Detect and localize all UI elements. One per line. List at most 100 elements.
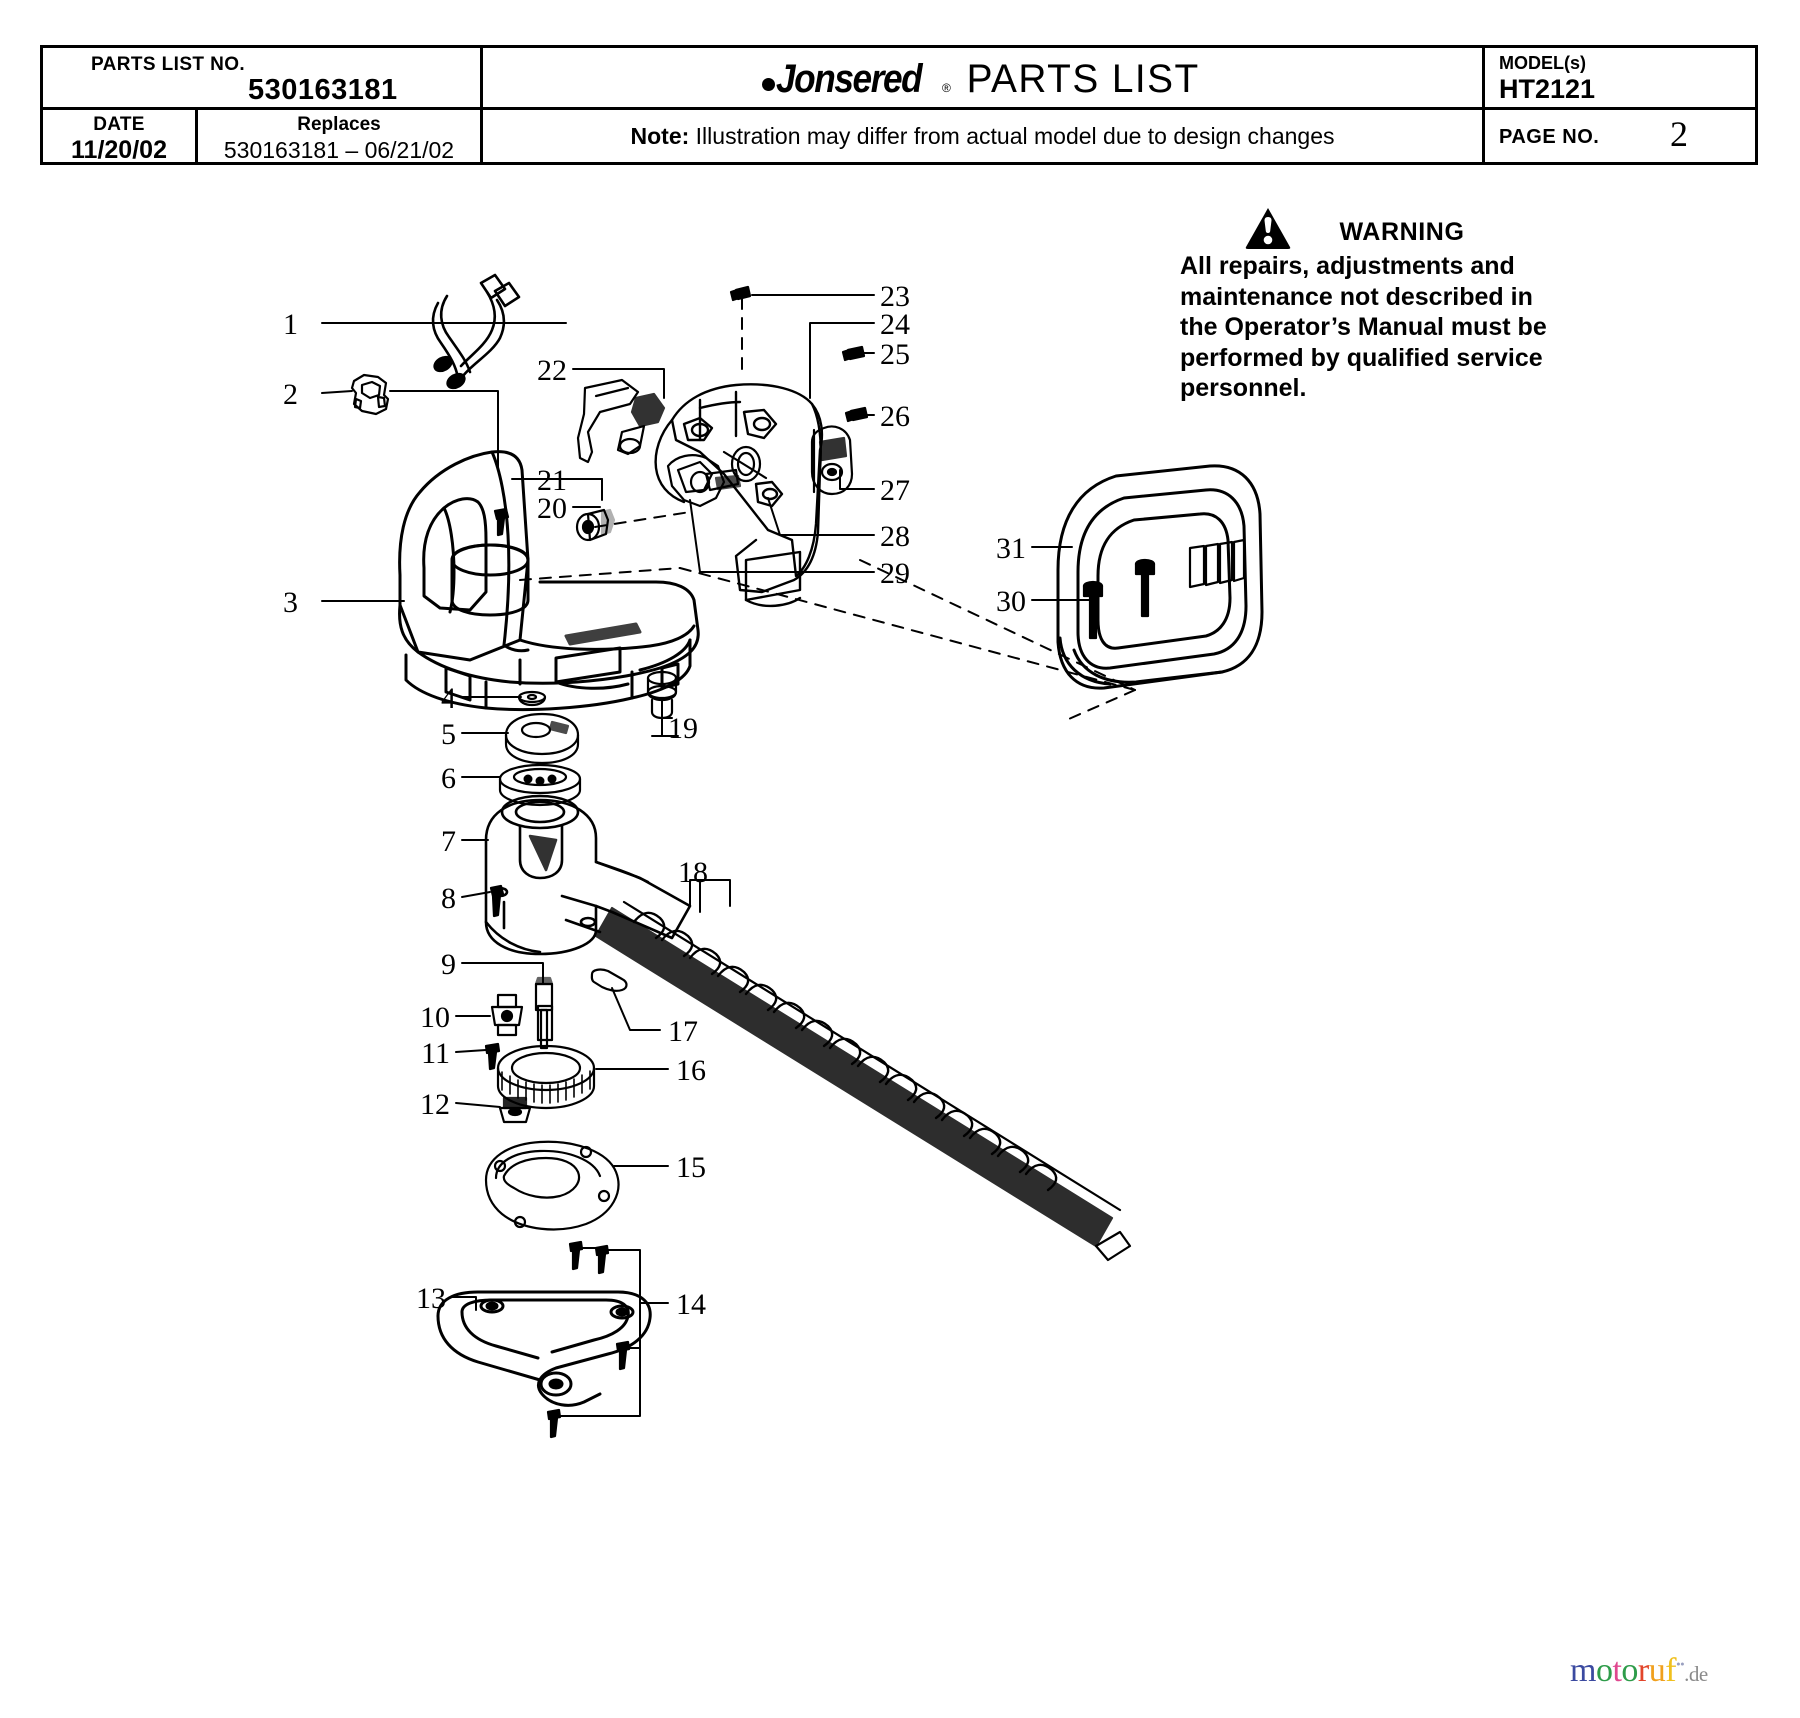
part-screw-11 [484,1042,501,1071]
part-bottom-cover-15 [484,1140,620,1231]
callout-18: 18 [678,856,708,889]
warning-line-5: personnel. [1180,374,1307,402]
callout-13: 13 [416,1282,446,1315]
logo-dot-icon [761,78,775,91]
callout-5: 5 [441,718,456,751]
note-line: Note: Illustration may differ from actua… [631,123,1335,150]
part-screw-26 [844,406,869,423]
callout-31: 31 [996,532,1026,565]
brand-name: Jonsered [775,57,923,101]
part-coupling-10 [490,993,524,1037]
watermark-letter-t: t [1612,1652,1622,1689]
callout-19: 19 [668,712,698,745]
callout-22: 22 [537,354,567,387]
part-knob-20 [575,508,616,542]
replaces-label: Replaces [297,114,381,135]
watermark-letter-m: m [1570,1652,1596,1689]
part-screw-8 [489,884,505,918]
callout-9: 9 [441,948,456,981]
parts-list-no-cell: PARTS LIST NO. 530163181 [43,48,480,110]
callout-10: 10 [420,1001,450,1034]
warning-triangle-icon [1246,208,1291,249]
part-screw-21 [493,507,510,537]
part-gasket-ring-6 [498,763,582,807]
callout-6: 6 [441,762,456,795]
jonsered-logo: Jonsered ® PARTS LIST [761,57,1203,102]
part-front-handle-13 [436,1290,652,1407]
callout-20: 20 [537,492,567,525]
header-left-section: PARTS LIST NO. 530163181 DATE 11/20/02 R… [43,48,483,164]
callout-leader-lines [321,294,1093,1417]
warning-line-1: All repairs, adjustments and [1180,252,1515,280]
part-screw-23 [729,285,752,302]
callout-11: 11 [421,1037,450,1070]
warning-header: WARNING [1180,205,1530,249]
part-front-shield-31 [1056,464,1264,690]
part-key-17 [590,968,628,992]
warning-block: WARNING All repairs, adjustments and mai… [1180,205,1547,404]
date-value: 11/20/02 [71,136,167,164]
registered-trademark-icon: ® [941,81,951,95]
callout-17: 17 [668,1015,698,1048]
callout-29: 29 [880,557,910,590]
date-replaces-row: DATE 11/20/02 Replaces 530163181 – 06/21… [43,110,480,164]
callout-2: 2 [283,378,298,411]
callout-8: 8 [441,882,456,915]
note-cell: Note: Illustration may differ from actua… [483,110,1482,162]
part-throttle-rod-22 [576,378,666,464]
header-center-section: Jonsered ® PARTS LIST Note: Illustration… [483,48,1485,162]
part-rear-handle-housing-24 [654,383,824,608]
callout-12: 12 [420,1088,450,1121]
callout-30: 30 [996,585,1026,618]
callout-28: 28 [880,520,910,553]
part-switch-clamp [350,373,390,416]
warning-title: WARNING [1339,218,1465,246]
watermark-letter-o1: o [1595,1652,1613,1689]
callout-4: 4 [441,682,456,715]
callout-21: 21 [537,464,567,497]
part-pin-9 [534,976,554,1050]
page-number-label: PAGE NO. [1499,126,1600,148]
watermark-letter-f: f [1665,1652,1677,1689]
brand-title-cell: Jonsered ® PARTS LIST [483,48,1482,110]
part-trigger-28 [666,454,742,508]
part-bushing-19 [646,670,678,720]
part-collar-29 [722,445,768,483]
callout-26: 26 [880,400,910,433]
page-title: PARTS LIST [966,57,1200,101]
part-upper-handle-housing [398,450,700,712]
watermark-letter-o2: o [1621,1652,1638,1689]
model-value: HT2121 [1499,74,1596,104]
callout-3: 3 [283,586,298,619]
warning-line-2: maintenance not described in [1180,282,1533,311]
warning-text: All repairs, adjustments and maintenance… [1180,251,1547,404]
callout-numbers: 1 2 3 4 5 6 7 8 9 10 11 12 13 14 15 16 1… [283,280,1026,1321]
part-screw-25 [841,345,866,362]
callout-16: 16 [676,1054,706,1087]
part-cutting-blade-18 [594,900,1132,1262]
assembly-dashed-lines [519,297,1136,723]
page-number-value: 2 [1670,114,1688,154]
note-label: Note: [630,122,690,149]
part-side-cover-27 [810,425,854,496]
part-washer-4 [517,690,547,707]
part-wire-harness [431,273,521,390]
watermark-suffix: .de [1684,1662,1708,1686]
parts-list-no-label: PARTS LIST NO. [91,54,246,75]
callout-24: 24 [880,308,910,341]
parts-list-no-value: 530163181 [248,74,398,106]
callout-27: 27 [880,474,910,507]
part-nut-12 [498,1096,532,1124]
callout-15: 15 [676,1151,706,1184]
replaces-value: 530163181 – 06/21/02 [223,137,455,163]
watermark-dots-icon: •• [1676,1656,1685,1672]
warning-line-3: the Operator’s Manual must be [1180,313,1547,341]
part-gear-housing-7 [484,794,692,956]
parts-list-header-table: PARTS LIST NO. 530163181 DATE 11/20/02 R… [40,45,1758,165]
model-cell: MODEL(s) HT2121 [1485,48,1755,110]
watermark-letter-u: u [1648,1652,1666,1689]
warning-line-4: performed by qualified service [1180,343,1543,372]
note-text: Illustration may differ from actual mode… [695,122,1335,149]
date-label: DATE [93,114,145,135]
